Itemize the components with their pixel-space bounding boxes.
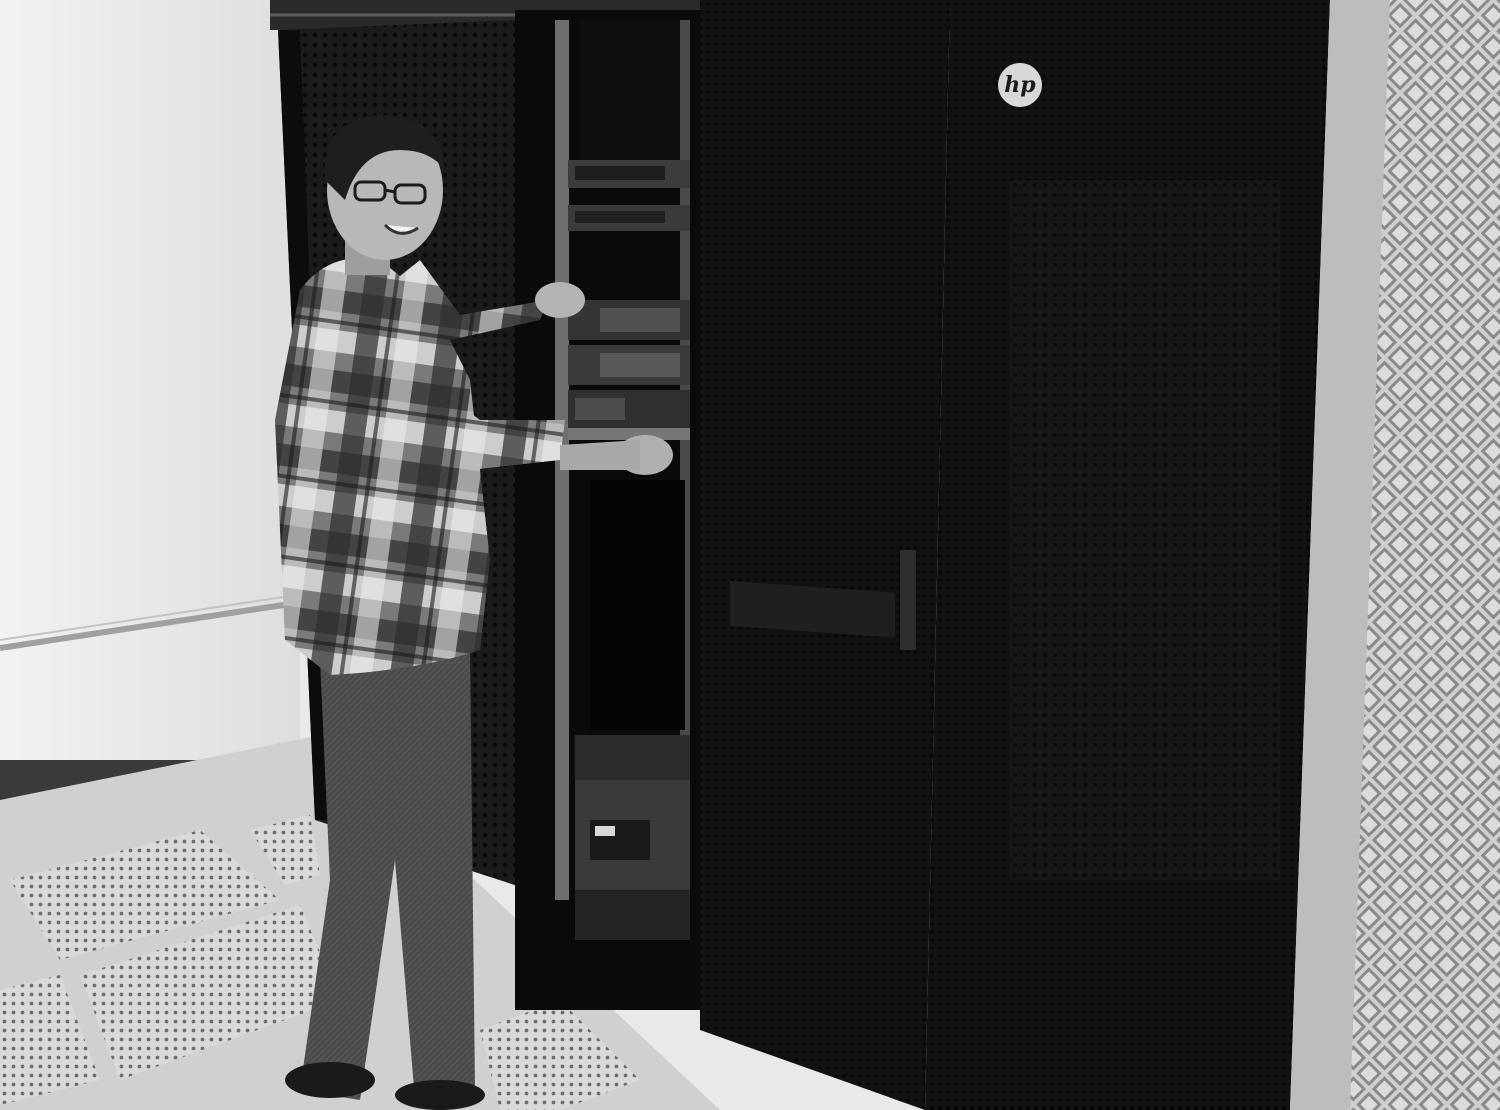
- hp-logo: [998, 63, 1042, 107]
- plaid-shirt: [275, 258, 490, 675]
- hair: [324, 115, 445, 200]
- rack-rail-right: [680, 20, 690, 900]
- person: [275, 115, 673, 1110]
- rack-door-handle: [900, 550, 916, 650]
- smile: [383, 223, 419, 235]
- server-units: [568, 160, 690, 940]
- arm-lower: [375, 360, 565, 470]
- shoe-left: [285, 1062, 375, 1098]
- frame-post: [1290, 0, 1400, 1110]
- conduit-pipe: [0, 601, 291, 651]
- arm-upper: [395, 260, 548, 340]
- shoe-right: [395, 1080, 485, 1110]
- mesh-door: [1350, 0, 1500, 1110]
- wall: [0, 0, 300, 800]
- hp-logo-text: hp: [1004, 72, 1036, 98]
- hand-upper: [535, 282, 585, 318]
- glasses: [353, 180, 427, 205]
- hp-rack-door: [700, 0, 950, 1110]
- floor-tiles: [0, 815, 640, 1110]
- jeans: [300, 650, 475, 1100]
